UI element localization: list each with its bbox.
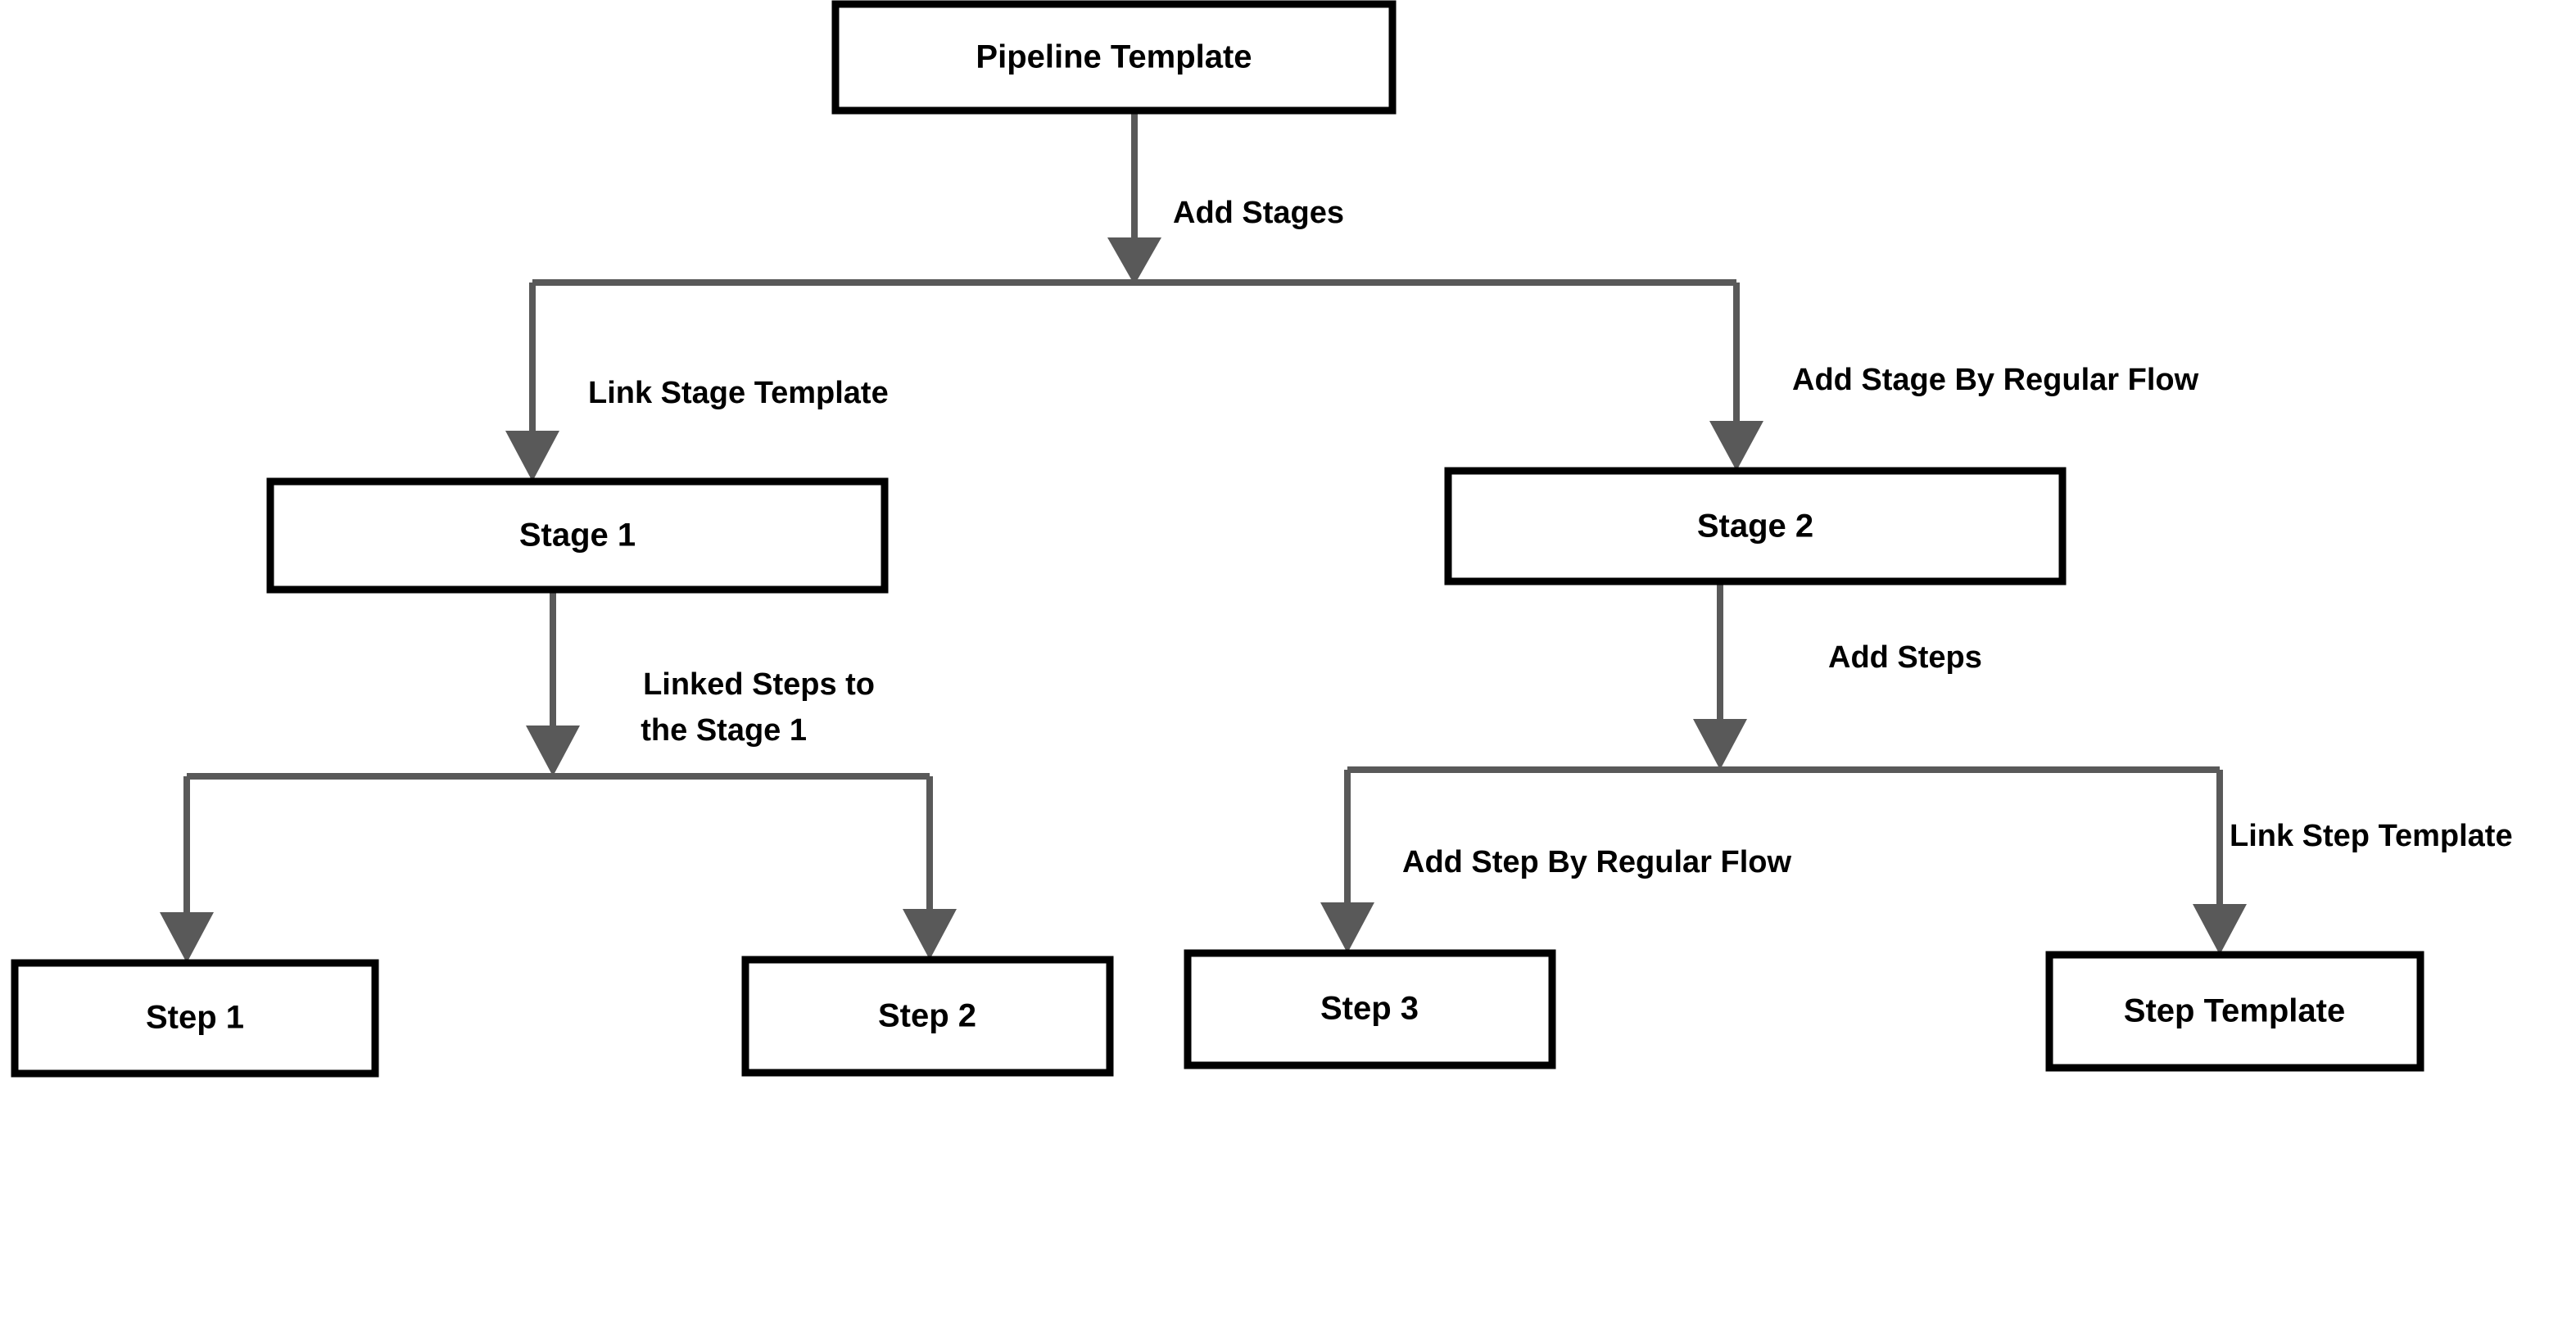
edge-link-stage-template [505, 418, 559, 481]
node-step-2-label: Step 2 [878, 998, 976, 1034]
node-pipeline-template[interactable]: Pipeline Template [831, 0, 1397, 115]
edge-add-steps-arrowhead [1693, 719, 1747, 770]
edge-label-add-stages: Add Stages [1173, 196, 1344, 230]
node-step-2-box[interactable] [741, 956, 1114, 1077]
node-pipeline-template-label: Pipeline Template [976, 39, 1252, 75]
edge-label-add-step-by-regular-flow: Add Step By Regular Flow [1402, 845, 1791, 879]
node-step-3-label: Step 3 [1320, 991, 1419, 1027]
node-step-1[interactable]: Step 1 [11, 959, 379, 1078]
node-stage-1[interactable]: Stage 1 [266, 477, 889, 594]
node-step-3[interactable]: Step 3 [1184, 949, 1556, 1069]
node-step-2[interactable]: Step 2 [741, 956, 1114, 1077]
node-stage-2[interactable]: Stage 2 [1444, 467, 2067, 585]
node-step-3-box[interactable] [1184, 949, 1556, 1069]
edge-add-stages-arrowhead [1107, 237, 1161, 285]
edge-label-linked-steps-line-2: the Stage 1 [641, 713, 807, 748]
node-step-1-box[interactable] [11, 959, 379, 1078]
edge-add-stage-regular-flow [1709, 409, 1763, 471]
edge-to-step-2-arrowhead [903, 909, 957, 960]
node-stage-2-label: Stage 2 [1697, 509, 1813, 545]
edge-label-linked-steps-line-1: Linked Steps to [643, 667, 875, 702]
edge-to-step-template-arrowhead [2193, 904, 2247, 955]
node-pipeline-template-box[interactable] [831, 0, 1397, 115]
node-stage-1-label: Stage 1 [519, 518, 636, 554]
node-step-template-box[interactable] [2045, 951, 2424, 1072]
node-step-1-label: Step 1 [146, 1000, 244, 1036]
node-stage-1-box[interactable] [266, 477, 889, 594]
node-step-template[interactable]: Step Template [2045, 951, 2424, 1072]
edge-label-link-step-template: Link Step Template [2230, 819, 2513, 853]
node-step-template-label: Step Template [2124, 993, 2345, 1029]
edge-to-step-1-arrowhead [160, 912, 214, 963]
edge-to-step-3-arrowhead [1320, 902, 1374, 953]
edge-add-steps [1320, 581, 2247, 955]
edge-label-add-steps: Add Steps [1828, 640, 1982, 675]
edge-label-add-stage-by-regular-flow: Add Stage By Regular Flow [1792, 363, 2199, 397]
node-stage-2-box[interactable] [1444, 467, 2067, 585]
edge-add-stage-regular-flow-arrowhead [1709, 421, 1763, 471]
edge-link-stage-template-arrowhead [505, 431, 559, 481]
edge-linked-steps-arrowhead [526, 726, 580, 776]
edge-add-stages [529, 111, 1740, 418]
edge-label-link-stage-template: Link Stage Template [588, 376, 889, 410]
edge-linked-steps-stage-1 [160, 590, 957, 963]
